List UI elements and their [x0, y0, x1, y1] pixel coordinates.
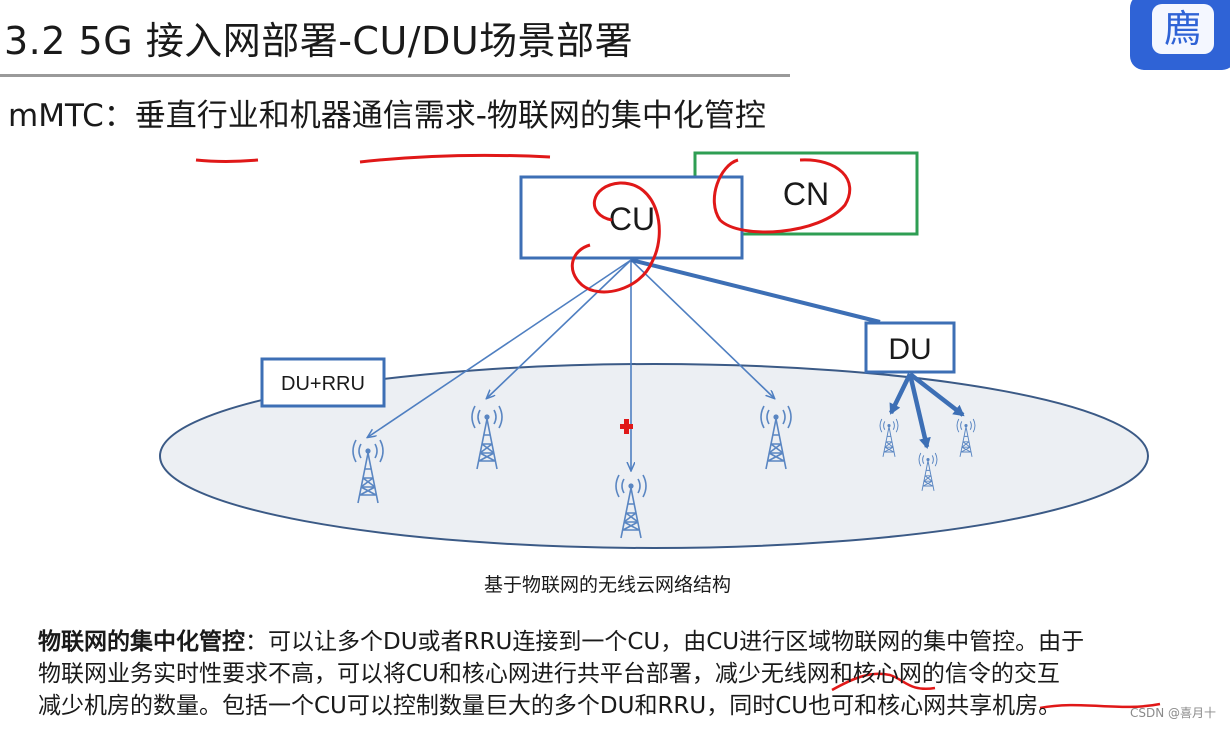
link-cu-to-du [630, 258, 881, 324]
cu-label: CU [609, 201, 655, 237]
diagram-caption: 基于物联网的无线云网络结构 [484, 574, 732, 596]
annotation-circle-cn [712, 158, 852, 234]
watermark: CSDN @喜月十 [1129, 706, 1216, 720]
page-subtitle: mMTC：垂直行业和机器通信需求-物联网的集中化管控 [8, 98, 766, 134]
annotation-underline-2 [359, 153, 551, 164]
du-rru-label: DU+RRU [281, 373, 365, 395]
link-cu-to-tower-2 [487, 259, 632, 398]
annotation-stroke-1 [831, 672, 936, 692]
du-box [864, 321, 956, 374]
cn-label: CN [783, 176, 829, 212]
link-cu-to-tower-4 [630, 259, 774, 398]
paragraph-line-3: 减少机房的数量。包括一个CU可以控制数量巨大的多个DU和RRU，同时CU也可和核… [38, 693, 1062, 719]
paragraph-lead: 物联网的集中化管控 [38, 629, 245, 655]
app-logo[interactable]: 廌 [1130, 0, 1230, 70]
paragraph-line-1-rest: ：可以让多个DU或者RRU连接到一个CU，由CU进行区域物联网的集中管控。由于 [245, 629, 1085, 655]
cu-box [519, 175, 744, 260]
du-rru-box [260, 357, 386, 408]
paragraph-line-1: 物联网的集中化管控：可以让多个DU或者RRU连接到一个CU，由CU进行区域物联网… [38, 626, 1230, 658]
page-title: 3.2 5G 接入网部署-CU/DU场景部署 [4, 19, 634, 63]
annotation-underline-1 [195, 158, 259, 163]
link-du-to-small-tower-1 [888, 373, 913, 415]
link-du-to-small-tower-3 [908, 372, 965, 417]
link-du-to-small-tower-2 [907, 373, 931, 449]
description-paragraph: 物联网的集中化管控：可以让多个DU或者RRU连接到一个CU，由CU进行区域物联网… [38, 626, 1230, 722]
title-divider [0, 74, 790, 77]
paragraph-line-2: 物联网业务实时性要求不高，可以将CU和核心网进行共平台部署，减少无线网和核心网的… [38, 661, 1060, 687]
du-label: DU [888, 333, 931, 366]
annotation-stroke-2 [1039, 702, 1161, 710]
app-logo-icon: 廌 [1152, 4, 1214, 54]
cursor-cross-icon [620, 419, 633, 434]
annotation-circle-cu [570, 181, 661, 294]
